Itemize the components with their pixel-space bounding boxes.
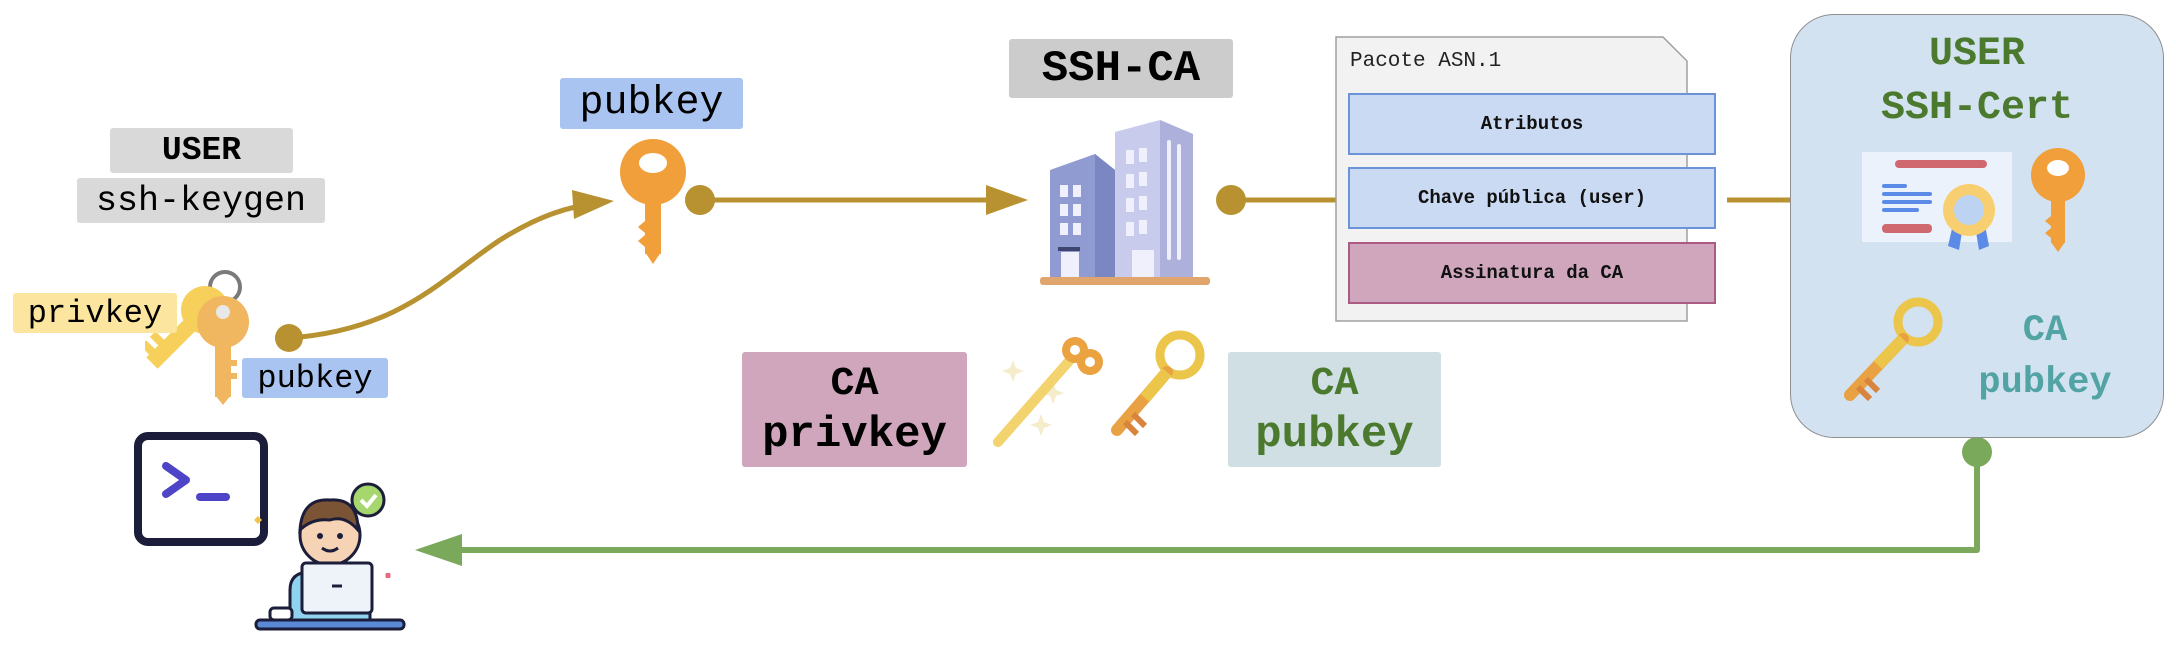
asn-field-public-key: Chave pública (user): [1348, 167, 1716, 229]
certificate-icon: [1862, 152, 2012, 250]
asn-field-ca-signature: Assinatura da CA: [1348, 242, 1716, 304]
asn-package-title: Pacote ASN.1: [1350, 50, 1502, 73]
ca-privkey-icon: [993, 337, 1103, 447]
cert-to-user-return-connector: [440, 452, 1980, 553]
arrowhead: [415, 534, 462, 566]
asn-field-attributes: Atributos: [1348, 93, 1716, 155]
terminal-icon: [134, 432, 268, 546]
ca-pubkey-label: CA pubkey: [1228, 352, 1441, 467]
cert-title-user: USER: [1928, 32, 2025, 77]
cert-ca-title: CA: [2022, 310, 2068, 352]
pubkey-label: pubkey: [242, 358, 388, 398]
cert-pubkey-icon: [2031, 148, 2085, 252]
arrowhead: [986, 185, 1028, 215]
user-title: USER: [110, 128, 293, 173]
ca-pubkey-text: pubkey: [1255, 409, 1414, 460]
arrowhead: [572, 190, 614, 219]
user-laptop-icon: [254, 482, 406, 631]
connector-start-dot: [685, 185, 715, 215]
ca-pubkey-icon: [1111, 330, 1205, 437]
ssh-ca-title: SSH-CA: [1009, 39, 1233, 98]
ca-privkey-title: CA: [830, 361, 879, 407]
cert-ca-pubkey-label: pubkey: [1978, 362, 2112, 404]
ssh-keygen-label: ssh-keygen: [77, 178, 325, 223]
transfer-pubkey-label: pubkey: [560, 78, 743, 129]
cert-title-ssh-cert: SSH-Cert: [1880, 86, 2074, 131]
keypair-icon: [145, 270, 249, 405]
connector-start-dot: [1962, 437, 1992, 467]
ca-building-icon: [1040, 120, 1210, 285]
connector-start-dot: [275, 324, 303, 352]
ca-privkey-text: privkey: [762, 409, 947, 460]
keygen-to-pubkey-connector: [288, 200, 601, 341]
privkey-label: privkey: [13, 293, 177, 333]
pubkey-icon: [620, 139, 686, 264]
cert-ca-pubkey-icon: [1844, 297, 1943, 402]
ca-pubkey-title: CA: [1310, 361, 1359, 407]
ca-privkey-label: CA privkey: [742, 352, 967, 467]
connector-start-dot: [1216, 185, 1246, 215]
